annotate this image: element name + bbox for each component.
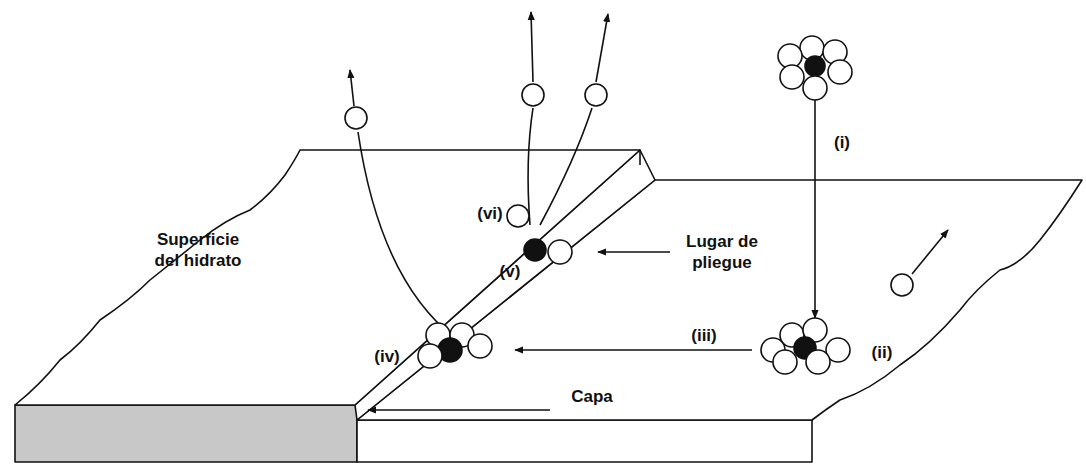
lower-block-front [357,420,812,462]
region-label: Superficie del hidrato [143,229,253,272]
kink-arrow [598,251,670,253]
water-release-arrow [531,12,533,82]
step-arrow [368,409,550,411]
callout-number: (v) [490,261,530,282]
desorption-arrow [912,230,948,274]
region-label: Lugar de pliegue [682,231,762,274]
upper-terrace [15,150,640,405]
callout-number: (iv) [365,346,409,367]
callout-number: (ii) [862,342,902,363]
upper-block-front [15,405,357,462]
region-label: Capa [557,386,627,407]
adsorption-arrow [814,98,816,318]
water-release-arrow [358,132,455,338]
callout-number: (vi) [470,203,510,224]
callout-number: (iii) [682,325,726,346]
water-release-arrow [596,14,608,82]
surface-diffusion-arrow [515,349,752,351]
molecules [345,36,913,374]
callout-number: (i) [822,132,862,153]
